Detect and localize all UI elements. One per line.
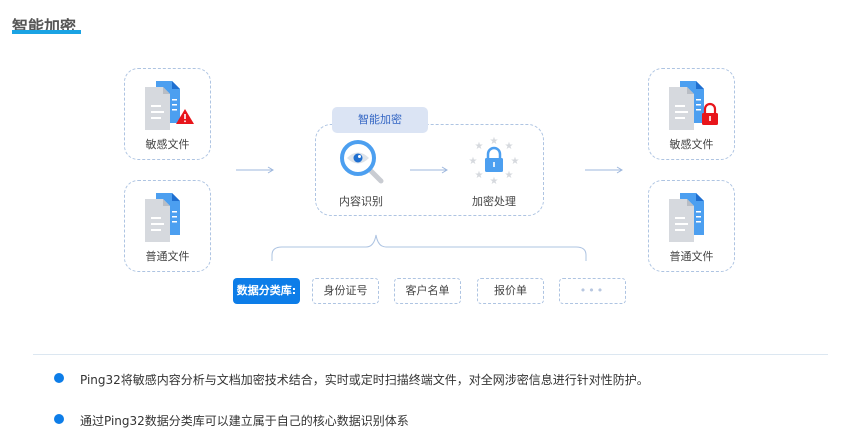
brace-divider xyxy=(271,234,587,261)
smart-encryption-process-box xyxy=(315,124,544,216)
bullet-dot xyxy=(54,414,64,424)
svg-text:★: ★ xyxy=(505,170,514,181)
right-sensitive-file-box: 敏感文件 xyxy=(648,68,735,160)
arrow-right-icon xyxy=(236,166,274,174)
svg-text:★: ★ xyxy=(490,176,499,187)
file-label: 普通文件 xyxy=(145,250,190,263)
svg-text:★: ★ xyxy=(505,141,514,152)
left-normal-file-box: 普通文件 xyxy=(124,180,211,272)
library-tag-customer-list[interactable]: 客户名单 xyxy=(394,278,461,304)
bullet-text: 通过Ping32数据分类库可以建立属于自己的核心数据识别体系 xyxy=(80,414,409,428)
library-tag-more[interactable]: ••• xyxy=(559,278,626,304)
step-content-recognition: 内容识别 xyxy=(339,195,383,208)
data-library-label: 数据分类库: xyxy=(233,278,300,304)
svg-text:★: ★ xyxy=(475,141,484,152)
svg-text:★: ★ xyxy=(475,170,484,181)
normal-file-icon xyxy=(669,193,704,242)
svg-text:★: ★ xyxy=(469,156,478,167)
lock-stars-icon: ★ ★ ★ ★ ★ ★ ★ ★ xyxy=(469,136,520,187)
sensitive-file-warning-icon xyxy=(145,81,194,130)
bullet-dot xyxy=(54,373,64,383)
title-underline xyxy=(12,30,81,34)
library-tag-id-number[interactable]: 身份证号 xyxy=(312,278,379,304)
arrow-right-icon xyxy=(410,166,448,174)
magnifier-eye-icon xyxy=(340,140,384,184)
arrow-right-icon xyxy=(585,166,623,174)
divider xyxy=(33,354,828,355)
file-label: 敏感文件 xyxy=(669,138,714,151)
file-label: 普通文件 xyxy=(669,250,714,263)
bullet-text: Ping32将敏感内容分析与文档加密技术结合，实时或定时扫描终端文件，对全网涉密… xyxy=(80,373,649,387)
library-tag-quotation[interactable]: 报价单 xyxy=(477,278,544,304)
svg-text:★: ★ xyxy=(490,136,499,147)
process-tab: 智能加密 xyxy=(332,107,428,133)
right-normal-file-box: 普通文件 xyxy=(648,180,735,272)
normal-file-icon xyxy=(145,193,180,242)
encrypted-file-lock-icon xyxy=(669,81,718,130)
left-sensitive-file-box: 敏感文件 xyxy=(124,68,211,160)
file-label: 敏感文件 xyxy=(145,138,190,151)
svg-text:★: ★ xyxy=(511,156,520,167)
step-encryption-processing: 加密处理 xyxy=(472,195,516,208)
